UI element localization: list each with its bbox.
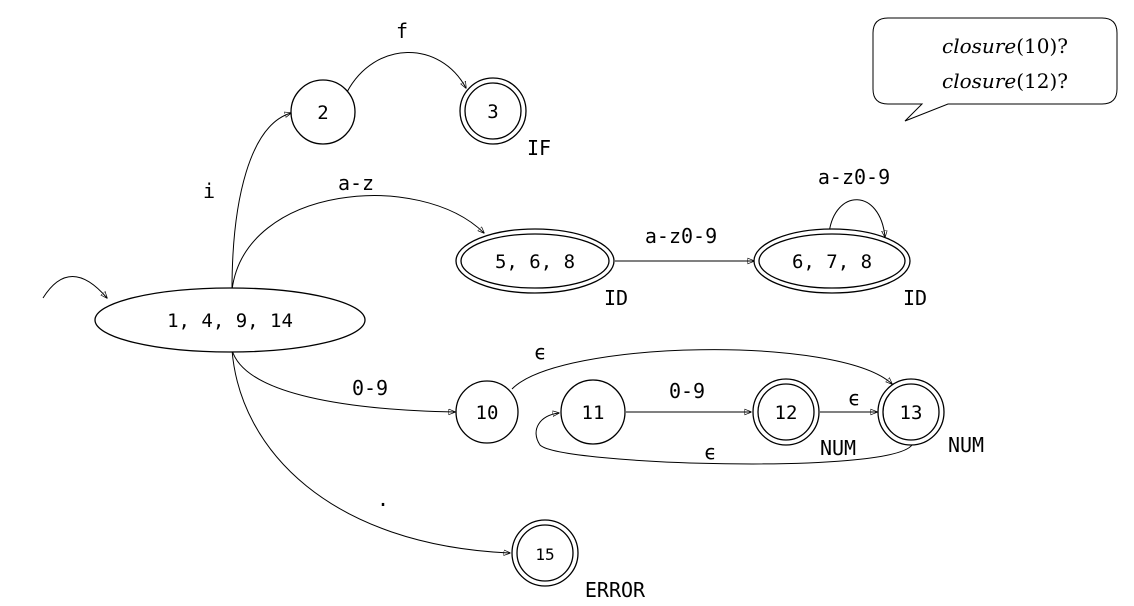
state-2: 2 <box>290 79 356 145</box>
edge-label-eps-12-13: ϵ <box>848 386 860 410</box>
state-5-6-8: 5, 6, 8 <box>455 228 615 294</box>
edge-start-to-10 <box>231 349 455 412</box>
state-start-label: 1, 4, 9, 14 <box>167 310 293 332</box>
token-id-2: ID <box>903 286 927 310</box>
token-if: IF <box>527 136 551 160</box>
edge-start-to-15 <box>231 349 510 553</box>
state-6-7-8-label: 6, 7, 8 <box>792 251 872 273</box>
callout-line-2: closure(12)? <box>942 69 1068 93</box>
edge-label-0-9-to-10: 0-9 <box>352 376 388 400</box>
state-15-label: 15 <box>535 545 554 564</box>
state-15: 15 <box>511 519 579 587</box>
edge-label-i: i <box>203 179 215 203</box>
closure-callout: closure(10)? closure(12)? <box>872 17 1118 122</box>
state-13: 13 <box>877 378 945 446</box>
state-3-label: 3 <box>487 101 498 123</box>
edge-label-0-9-11-12: 0-9 <box>669 379 705 403</box>
state-start: 1, 4, 9, 14 <box>94 287 366 353</box>
edge-label-a-z: a-z <box>338 171 374 195</box>
token-error: ERROR <box>585 578 646 602</box>
edge-13-to-11 <box>535 413 913 465</box>
state-6-7-8: 6, 7, 8 <box>753 228 911 294</box>
token-num-2: NUM <box>948 433 984 457</box>
state-13-label: 13 <box>900 402 923 424</box>
token-num-1: NUM <box>820 436 856 460</box>
edge-label-dot: . <box>377 487 389 511</box>
edge-start-to-568 <box>231 195 484 291</box>
state-2-label: 2 <box>317 102 328 124</box>
state-5-6-8-label: 5, 6, 8 <box>495 251 575 273</box>
edge-start-to-2 <box>231 113 291 291</box>
token-id-1: ID <box>604 286 628 310</box>
edge-10-to-13 <box>511 349 892 390</box>
start-arrow <box>42 276 107 299</box>
state-11: 11 <box>560 379 626 445</box>
edge-label-f: f <box>396 19 408 43</box>
state-11-label: 11 <box>582 402 605 424</box>
state-10-label: 10 <box>476 402 499 424</box>
edge-label-a-z0-9-loop: a-z0-9 <box>818 165 890 189</box>
edge-label-eps-10-13: ϵ <box>534 340 546 364</box>
state-12: 12 <box>752 378 820 446</box>
edge-678-loop <box>828 199 885 237</box>
edge-label-a-z0-9-between: a-z0-9 <box>645 224 717 248</box>
callout-line-1: closure(10)? <box>942 34 1068 58</box>
state-3: 3 <box>459 77 527 145</box>
state-10: 10 <box>455 380 519 444</box>
state-12-label: 12 <box>775 402 798 424</box>
edge-2-to-3 <box>346 52 466 93</box>
edge-label-eps-13-11: ϵ <box>704 440 716 464</box>
